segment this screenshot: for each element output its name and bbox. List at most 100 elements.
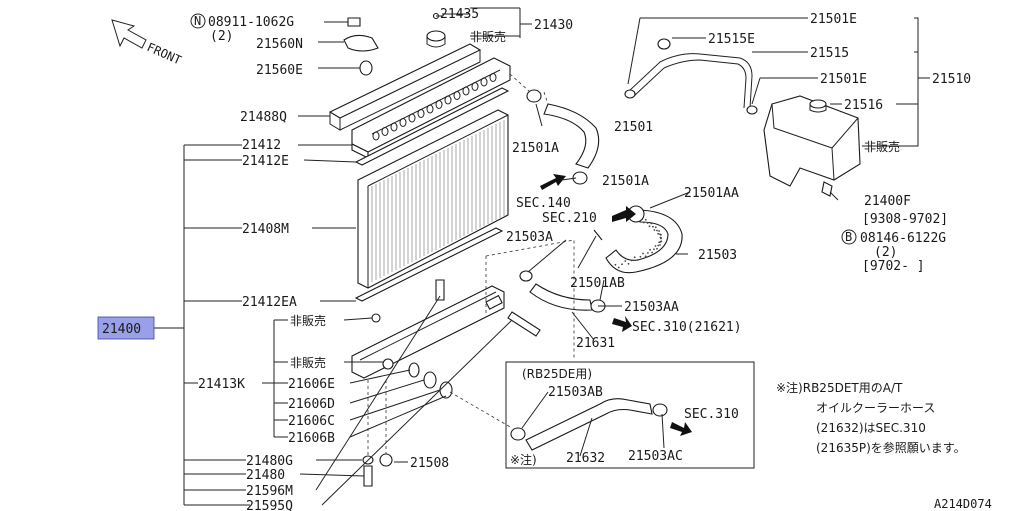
hose-texture-dot xyxy=(648,225,651,228)
radiator-top-tank xyxy=(351,57,511,159)
pipe-fitting xyxy=(507,311,541,337)
label-21413K[interactable]: 21413K xyxy=(198,377,245,392)
washer-21606D xyxy=(408,362,420,378)
tank-rib xyxy=(372,131,380,141)
hose-texture-dot xyxy=(621,263,623,266)
label-21480G[interactable]: 21480G xyxy=(246,454,293,469)
label-21501AA[interactable]: 21501AA xyxy=(684,186,739,201)
label-21515[interactable]: 21515 xyxy=(810,46,849,61)
tank-rib xyxy=(471,82,479,91)
tank-rib xyxy=(390,122,398,132)
label-21501A-2[interactable]: 21501A xyxy=(602,174,649,189)
label-21400[interactable]: 21400 xyxy=(102,322,141,337)
sec140-arrow-icon xyxy=(540,174,566,190)
lower-hose xyxy=(605,209,683,274)
hose-texture-dot xyxy=(650,222,653,225)
label-21435[interactable]: 21435 xyxy=(440,7,479,22)
hose-clamp-21503A xyxy=(519,270,533,282)
bushing-21508 xyxy=(379,453,393,467)
label-21595Q[interactable]: 21595Q xyxy=(246,499,293,511)
label-21488Q[interactable]: 21488Q xyxy=(240,110,287,125)
hose-texture-dot xyxy=(624,260,627,262)
note-line-1: ※注)RB25DET用のA/T xyxy=(776,380,903,395)
hose-texture-dot xyxy=(658,241,661,244)
label-21503AC[interactable]: 21503AC xyxy=(628,449,683,464)
label-21606D[interactable]: 21606D xyxy=(288,397,335,412)
hose-texture-dot xyxy=(654,245,657,247)
label-21412[interactable]: 21412 xyxy=(242,138,281,153)
label-21560N[interactable]: 21560N xyxy=(256,37,303,52)
sec310-inset-arrow-icon xyxy=(670,422,692,436)
label-21503[interactable]: 21503 xyxy=(698,248,737,263)
label-21400F-range: [9308-9702] xyxy=(862,212,948,227)
label-21501E-top[interactable]: 21501E xyxy=(810,12,857,27)
front-label: FRONT xyxy=(145,40,184,67)
label-sec140[interactable]: SEC.140 xyxy=(516,196,571,211)
plug-icon xyxy=(382,358,394,370)
label-21560E[interactable]: 21560E xyxy=(256,63,303,78)
hose-21631 xyxy=(529,283,593,311)
label-sec210[interactable]: SEC.210 xyxy=(542,211,597,226)
hose-texture-dot xyxy=(651,251,653,254)
label-21501[interactable]: 21501 xyxy=(614,120,653,135)
label-21503AB[interactable]: 21503AB xyxy=(548,385,603,400)
hose-texture-dot xyxy=(644,218,647,221)
hose-texture-dot xyxy=(654,226,657,229)
rubber-21560E xyxy=(359,60,373,76)
upper-hose xyxy=(543,103,600,169)
label-21516[interactable]: 21516 xyxy=(844,98,883,113)
clamp-21501AB xyxy=(593,229,603,241)
label-08911[interactable]: 08911-1062G xyxy=(208,15,294,30)
label-21631[interactable]: 21631 xyxy=(576,336,615,351)
label-21480[interactable]: 21480 xyxy=(246,468,285,483)
bottom-gasket xyxy=(354,227,504,302)
label-21596M[interactable]: 21596M xyxy=(246,484,293,499)
label-21508[interactable]: 21508 xyxy=(410,456,449,471)
label-08146-range: [9702- ] xyxy=(862,259,925,274)
label-21408M[interactable]: 21408M xyxy=(242,222,289,237)
radiator-core xyxy=(357,109,509,289)
label-21412EA[interactable]: 21412EA xyxy=(242,295,297,310)
sec210-arrow-icon xyxy=(612,206,636,222)
b-mark: B xyxy=(845,230,852,244)
hose-texture-dot xyxy=(660,233,662,236)
part-21400-highlight[interactable] xyxy=(97,316,155,340)
front-arrow-icon xyxy=(111,19,147,49)
label-21606C[interactable]: 21606C xyxy=(288,414,335,429)
bolt-21400F xyxy=(821,181,833,197)
hose-21632 xyxy=(525,398,653,451)
label-21503AA[interactable]: 21503AA xyxy=(624,300,679,315)
label-21515E[interactable]: 21515E xyxy=(708,32,755,47)
hose-clamp-21501A-1 xyxy=(526,89,542,103)
clip-21501E-2 xyxy=(746,105,758,115)
note-line-2: オイルクーラーホース xyxy=(816,401,935,415)
reservoir-tank xyxy=(763,95,861,187)
label-21606B[interactable]: 21606B xyxy=(288,431,335,446)
stud-bolt-icon xyxy=(435,279,445,301)
label-sec310-inset[interactable]: SEC.310 xyxy=(684,407,739,422)
label-21606E[interactable]: 21606E xyxy=(288,377,335,392)
label-21412E[interactable]: 21412E xyxy=(242,154,289,169)
label-21503A[interactable]: 21503A xyxy=(506,230,553,245)
label-21501AB[interactable]: 21501AB xyxy=(570,276,625,291)
tank-rib xyxy=(426,104,434,114)
label-21400F[interactable]: 21400F xyxy=(864,194,911,209)
label-21632[interactable]: 21632 xyxy=(566,451,605,466)
hose-texture-dot xyxy=(657,232,660,235)
label-not-sold-2: 非販売 xyxy=(290,355,326,370)
overflow-hose xyxy=(627,53,753,109)
filler-cap-icon xyxy=(426,30,446,48)
label-08146[interactable]: 08146-6122G xyxy=(860,231,946,246)
hose-texture-dot xyxy=(649,248,651,251)
hose-texture-dot xyxy=(639,255,642,258)
label-21430[interactable]: 21430 xyxy=(534,18,573,33)
label-sec310-21621[interactable]: SEC.310(21621) xyxy=(632,320,742,335)
label-21501A-1[interactable]: 21501A xyxy=(512,141,559,156)
tank-rib xyxy=(399,118,407,127)
label-21501E-mid[interactable]: 21501E xyxy=(820,72,867,87)
hose-texture-dot xyxy=(657,244,660,247)
hose-texture-dot xyxy=(630,259,633,262)
label-21510[interactable]: 21510 xyxy=(932,72,971,87)
mount-21480 xyxy=(363,465,373,487)
